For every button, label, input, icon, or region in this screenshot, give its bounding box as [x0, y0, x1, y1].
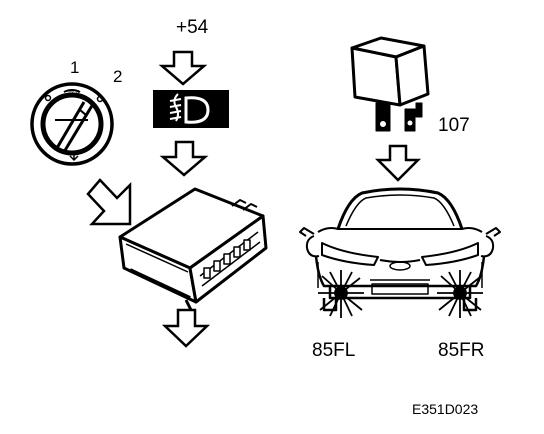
bottom-arrow-icon — [161, 308, 211, 348]
terminal-label: +54 — [176, 17, 209, 38]
svg-text:≡OL: ≡OL — [68, 90, 82, 97]
middle-arrow-icon — [159, 140, 209, 177]
car-front-icon — [299, 187, 501, 312]
right-fog-lamp-label: 85FR — [438, 340, 485, 361]
relay-arrow-icon — [374, 144, 422, 182]
figure-code-label: E351D023 — [412, 401, 479, 417]
right-fog-lamp-icon — [437, 270, 483, 318]
relay-number-label: 107 — [438, 115, 470, 136]
light-switch-icon: ≡OL — [30, 82, 114, 166]
fog-light-indicator-icon — [153, 90, 229, 128]
switch-arrow-icon — [86, 178, 132, 226]
control-module-icon — [118, 187, 268, 313]
left-fog-lamp-icon — [318, 270, 364, 318]
top-arrow-icon — [158, 50, 208, 86]
left-fog-lamp-label: 85FL — [312, 340, 356, 361]
switch-position-2-label: 2 — [113, 67, 123, 86]
relay-icon — [350, 36, 430, 132]
switch-position-1-label: 1 — [70, 58, 80, 77]
